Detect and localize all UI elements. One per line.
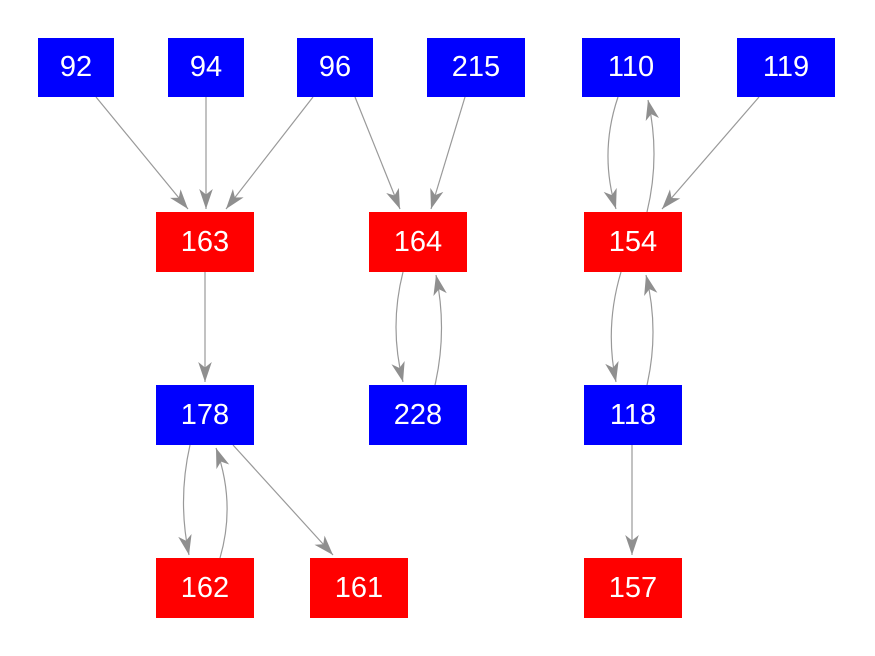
edge-119-154 — [661, 96, 760, 210]
edge-96-164 — [354, 96, 401, 210]
edge-154-110 — [645, 99, 659, 213]
node-163: 163 — [156, 212, 254, 272]
edge-215-164 — [430, 96, 466, 210]
edge-228-164 — [433, 274, 447, 386]
node-92: 92 — [38, 38, 114, 97]
edge-118-154 — [644, 274, 658, 386]
node-96: 96 — [297, 38, 373, 97]
edge-162-178 — [215, 447, 230, 559]
node-161: 161 — [310, 558, 408, 618]
node-154: 154 — [584, 212, 682, 272]
node-118: 118 — [584, 385, 682, 445]
node-119: 119 — [737, 38, 835, 97]
edge-154-118 — [605, 271, 622, 383]
node-110: 110 — [582, 38, 680, 97]
node-178: 178 — [156, 385, 254, 445]
node-215: 215 — [427, 38, 525, 97]
edge-paths-group — [95, 96, 760, 559]
edge-92-163 — [95, 96, 189, 210]
edge-96-163 — [225, 96, 314, 210]
node-164: 164 — [369, 212, 467, 272]
node-162: 162 — [156, 558, 254, 618]
node-228: 228 — [369, 385, 467, 445]
edge-110-154 — [603, 96, 619, 210]
edge-178-162 — [178, 444, 192, 556]
node-94: 94 — [168, 38, 244, 97]
edge-164-228 — [391, 271, 405, 383]
edge-178-161 — [232, 444, 334, 556]
node-157: 157 — [584, 558, 682, 618]
